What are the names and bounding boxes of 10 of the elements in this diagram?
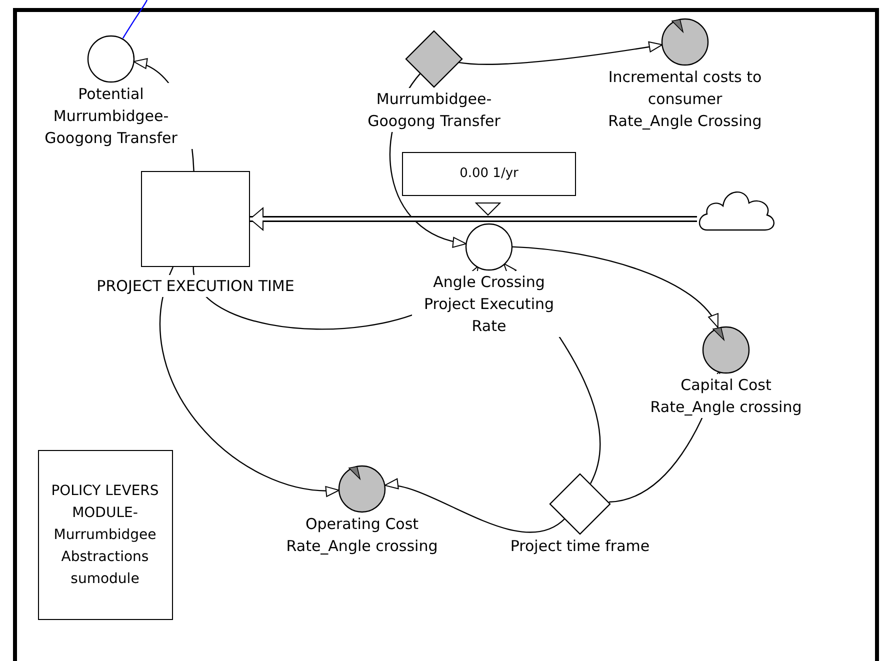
- flow-pipe: [250, 208, 697, 230]
- connector-arrow: [458, 41, 663, 65]
- node-label: PROJECT EXECUTION TIME: [96, 275, 294, 297]
- connector-arrow: [384, 480, 566, 533]
- module-note-box: POLICY LEVERS MODULE- Murrumbidgee Abstractions sumodule: [38, 450, 172, 620]
- connector-arrow: [159, 266, 340, 496]
- connector-arrow: [512, 246, 718, 328]
- link-line: [122, 0, 148, 39]
- stock-box: [141, 171, 250, 267]
- value-display-box: 0.00 1/yr: [402, 152, 576, 196]
